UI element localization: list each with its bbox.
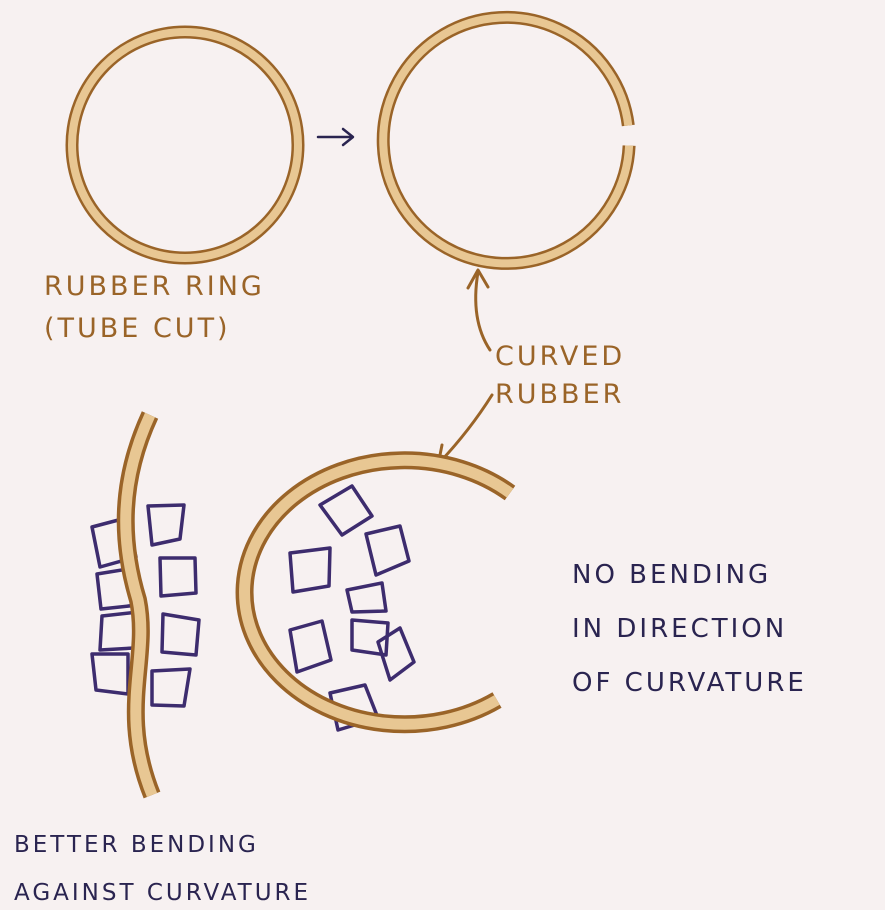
no-bending-label: NO BENDING IN DIRECTION OF CURVATURE xyxy=(572,558,807,700)
rubber-ring-label-line1: RUBBER RING xyxy=(44,270,265,304)
rubber-ring-label: RUBBER RING (TUBE CUT) xyxy=(44,270,265,346)
transform-arrow xyxy=(318,129,353,145)
arrow-to-cut-ring xyxy=(468,270,490,350)
arrow-to-curved-rubber xyxy=(438,395,492,465)
no-bending-label-line1: NO BENDING xyxy=(572,558,807,592)
curved-rubber-label-line1: CURVED xyxy=(495,340,625,374)
cut-rubber-ring xyxy=(383,17,629,263)
better-bending-label: BETTER BENDING AGAINST CURVATURE xyxy=(14,828,311,910)
curved-rubber-label: CURVED RUBBER xyxy=(495,340,625,412)
intact-rubber-ring xyxy=(72,32,298,258)
no-bending-label-line2: IN DIRECTION xyxy=(572,612,807,646)
better-bending-label-line1: BETTER BENDING xyxy=(14,828,311,862)
no-bending-label-line3: OF CURVATURE xyxy=(572,666,807,700)
rubber-ring-label-line2: (TUBE CUT) xyxy=(44,312,265,346)
curved-rubber-label-line2: RUBBER xyxy=(495,378,625,412)
c-shaped-rubber xyxy=(245,460,510,724)
better-bending-label-line2: AGAINST CURVATURE xyxy=(14,876,311,910)
